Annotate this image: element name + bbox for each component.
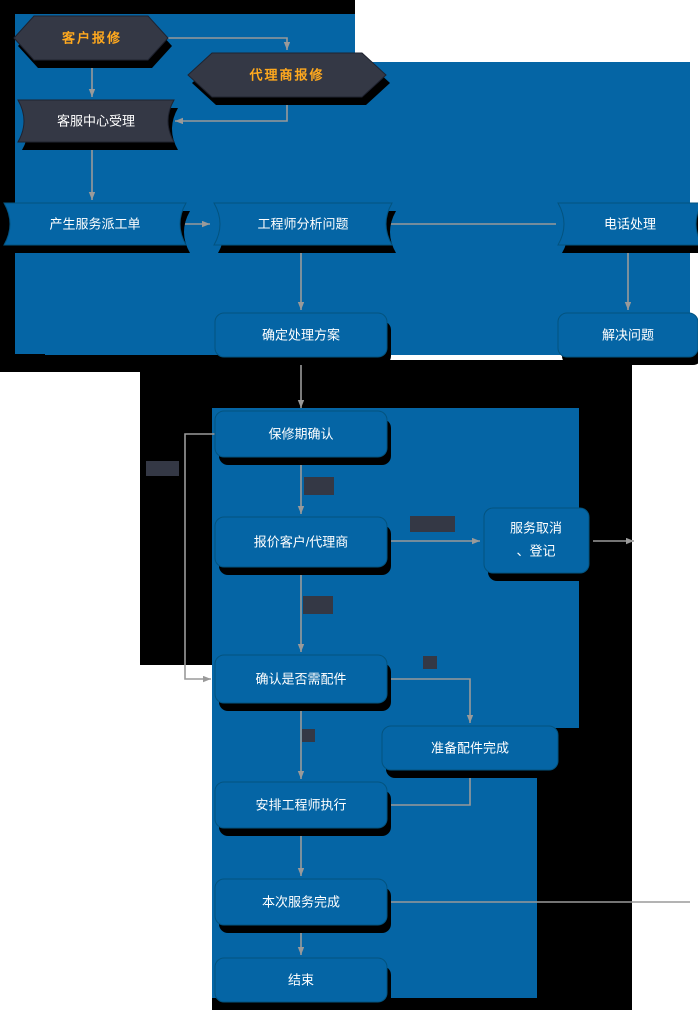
node-shape-document (557, 202, 698, 246)
node-customer-report[interactable]: 客户报修 (13, 15, 172, 68)
edge-warranty-check-loopback-to-parts-check (184, 433, 215, 683)
node-parts-ready[interactable]: 准备配件完成 (381, 725, 562, 778)
node-shape-rounded (214, 654, 388, 704)
edge-parts-ready-to-assign-engineer (389, 770, 471, 806)
node-determine-solution[interactable]: 确定处理方案 (214, 312, 391, 365)
node-shape-rounded (214, 957, 388, 1003)
edge-agent-report-to-service-center (175, 98, 288, 125)
edge-customer-report-to-agent-report (163, 37, 291, 50)
node-shape-rounded (557, 312, 698, 358)
node-generate-dispatch-order[interactable]: 产生服务派工单 (3, 202, 190, 253)
edge-label-tag (304, 477, 334, 495)
node-shape-rounded (483, 507, 590, 574)
edge-parts-check-to-parts-ready (389, 678, 474, 723)
edge-label-tag (410, 516, 455, 532)
node-shape-document (17, 99, 175, 143)
node-shape-rounded (214, 878, 388, 926)
node-quote-customer-agent[interactable]: 报价客户/代理商 (214, 516, 391, 575)
edge-label-tag (302, 729, 315, 742)
node-shape-rounded (214, 516, 388, 568)
edge-label-tag (423, 656, 437, 669)
node-service-cancel-register[interactable]: 服务取消 、登记 (483, 507, 593, 581)
node-shape-hexagon (187, 52, 387, 98)
node-shape-rounded (214, 781, 388, 829)
node-shape-document (213, 202, 393, 246)
node-shape-rounded (214, 312, 388, 358)
node-problem-solved[interactable]: 解决问题 (557, 312, 698, 365)
node-assign-engineer[interactable]: 安排工程师执行 (214, 781, 391, 836)
node-shape-rounded (381, 725, 559, 771)
node-phone-handling[interactable]: 电话处理 (557, 202, 698, 253)
node-shape-document (3, 202, 187, 246)
node-shape-rounded (214, 410, 388, 458)
edges-layer (88, 37, 690, 955)
node-engineer-analysis[interactable]: 工程师分析问题 (213, 202, 396, 253)
edge-label-tag (303, 596, 333, 614)
node-service-center-intake[interactable]: 客服中心受理 (17, 99, 178, 150)
node-end[interactable]: 结束 (214, 957, 391, 1010)
node-confirm-parts-needed[interactable]: 确认是否需配件 (214, 654, 391, 711)
node-agent-report[interactable]: 代理商报修 (187, 52, 390, 105)
edge-labels-layer (146, 461, 455, 742)
edge-label-tag (146, 461, 179, 476)
node-warranty-confirmation[interactable]: 保修期确认 (214, 410, 391, 465)
node-shape-hexagon (13, 15, 169, 61)
node-service-completed[interactable]: 本次服务完成 (214, 878, 391, 933)
